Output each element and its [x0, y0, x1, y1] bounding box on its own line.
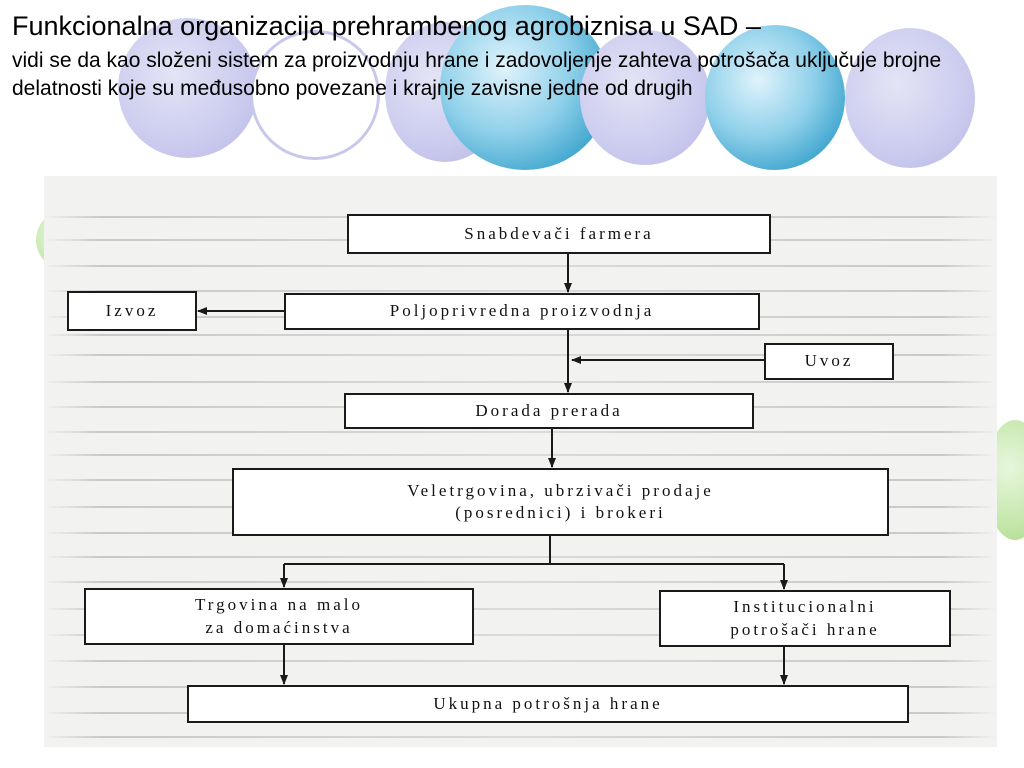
connector-lines	[197, 253, 788, 685]
decorative-circle	[845, 28, 975, 168]
node-institucionalni-potrosaci: Institucionalni potrošači hrane	[659, 590, 951, 647]
slide-title-block: Funkcionalna organizacija prehrambenog a…	[12, 10, 1012, 104]
node-izvoz: Izvoz	[67, 291, 197, 331]
node-poljoprivredna-proizvodnja: Poljoprivredna proizvodnja	[284, 293, 760, 330]
scanned-diagram: Snabdevači farmera Izvoz Poljoprivredna …	[44, 176, 997, 747]
node-trgovina-na-malo: Trgovina na malo za domaćinstva	[84, 588, 474, 645]
globe-image	[705, 25, 845, 170]
node-snabdevaci-farmera: Snabdevači farmera	[347, 214, 771, 254]
decorative-circle	[118, 18, 258, 158]
node-veletrgovina: Veletrgovina, ubrzivači prodaje (posredn…	[232, 468, 889, 536]
decorative-circle	[580, 30, 710, 165]
node-ukupna-potrosnja: Ukupna potrošnja hrane	[187, 685, 909, 723]
node-dorada-prerada: Dorada prerada	[344, 393, 754, 429]
slide-title: Funkcionalna organizacija prehrambenog a…	[12, 11, 761, 41]
slide-subtitle: vidi se da kao složeni sistem za proizvo…	[12, 48, 942, 101]
node-uvoz: Uvoz	[764, 343, 894, 380]
decorative-ring	[250, 30, 380, 160]
